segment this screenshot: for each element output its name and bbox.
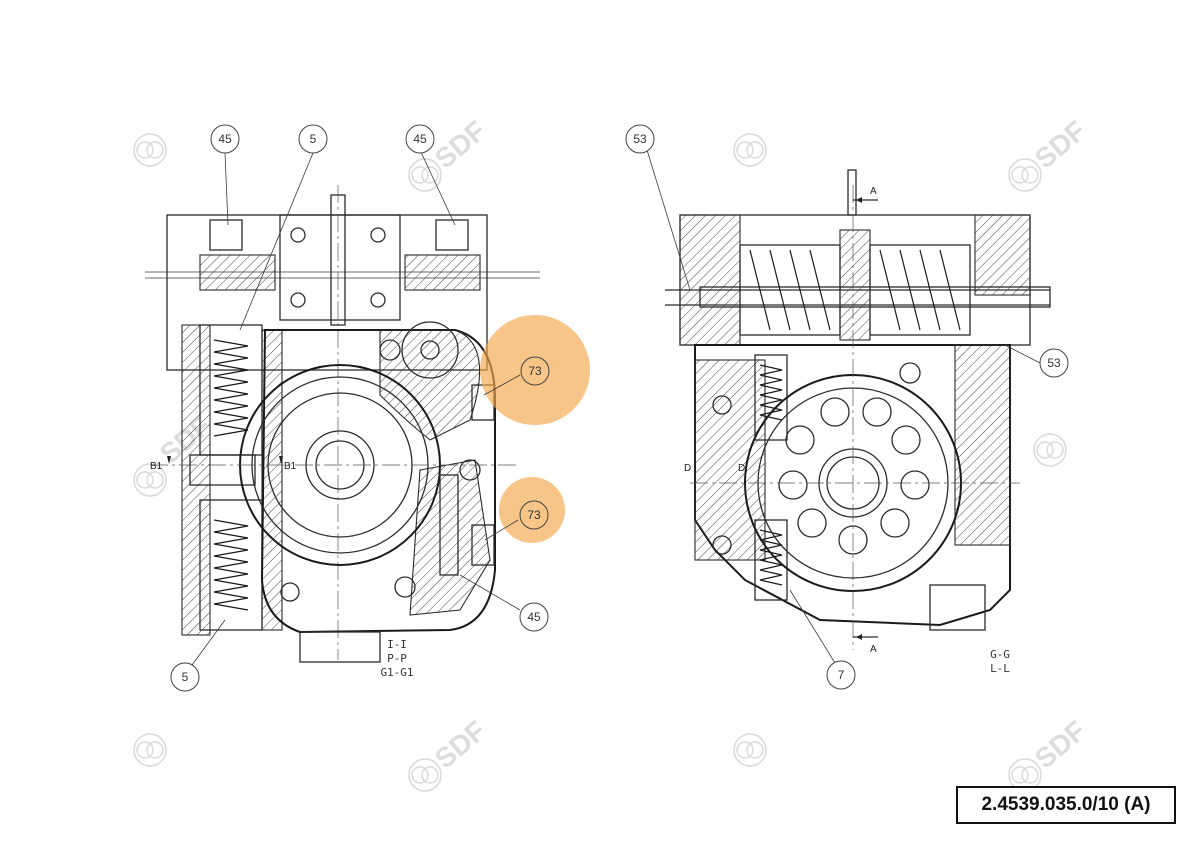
callout-label: 5: [310, 132, 317, 146]
left-section-view: B1 B1 I-I P-P G1-G1: [145, 185, 540, 679]
section-mark-b1-left: B1: [150, 461, 163, 472]
watermark-logo-icon: [1008, 158, 1042, 192]
callout-label: 5: [182, 670, 189, 684]
watermark-logo-icon: [408, 758, 442, 792]
highlight-73-lower: [499, 477, 565, 543]
callout-53-top: 53: [625, 124, 655, 154]
section-arrow-icon: [167, 456, 171, 464]
callout-53-right: 53: [1039, 348, 1069, 378]
watermark-logo-icon: [133, 463, 167, 497]
section-mark-a-bottom: A: [870, 644, 877, 655]
callout-5-top: 5: [298, 124, 328, 154]
callout-label: 45: [527, 610, 541, 624]
watermark-logo-icon: [133, 133, 167, 167]
section-arrow-icon: [856, 634, 862, 640]
section-mark-d-left: D: [684, 463, 691, 474]
watermark-logo-icon: [133, 733, 167, 767]
callout-73-upper: 73: [520, 356, 550, 386]
section-mark-b1-right: B1: [284, 461, 297, 472]
watermark-logo-icon: [733, 733, 767, 767]
section-label-3: G1-G1: [380, 666, 413, 679]
section-arrow-icon: [856, 197, 862, 203]
leader-lines: [191, 149, 1041, 666]
callout-label: 73: [528, 364, 542, 378]
callout-5-bottom: 5: [170, 662, 200, 692]
right-section-view: A A D D G-G L-L: [665, 169, 1051, 675]
callout-45-top-right: 45: [405, 124, 435, 154]
callout-label: 45: [218, 132, 232, 146]
section-label-2: L-L: [990, 662, 1010, 675]
highlight-73-upper: [480, 315, 590, 425]
callout-label: 73: [527, 508, 541, 522]
document-number-box: 2.4539.035.0/10 (A): [956, 786, 1176, 824]
watermark-logo-icon: [408, 158, 442, 192]
section-mark-d-left2: D: [738, 463, 745, 474]
section-label-1: I-I: [387, 638, 407, 651]
section-label-1: G-G: [990, 648, 1010, 661]
watermark-logo-icon: [1033, 433, 1067, 467]
callout-45-bottom: 45: [519, 602, 549, 632]
callout-label: 7: [838, 668, 845, 682]
callout-73-lower: 73: [519, 500, 549, 530]
callout-label: 53: [633, 132, 647, 146]
callout-label: 45: [413, 132, 427, 146]
section-arrow-icon: [279, 456, 283, 464]
watermark-logo-icon: [733, 133, 767, 167]
callout-45-top-left: 45: [210, 124, 240, 154]
section-label-2: P-P: [387, 652, 407, 665]
callout-7-bottom: 7: [826, 660, 856, 690]
callout-label: 53: [1047, 356, 1061, 370]
section-mark-a-top: A: [870, 186, 877, 197]
document-number: 2.4539.035.0/10 (A): [981, 794, 1151, 815]
